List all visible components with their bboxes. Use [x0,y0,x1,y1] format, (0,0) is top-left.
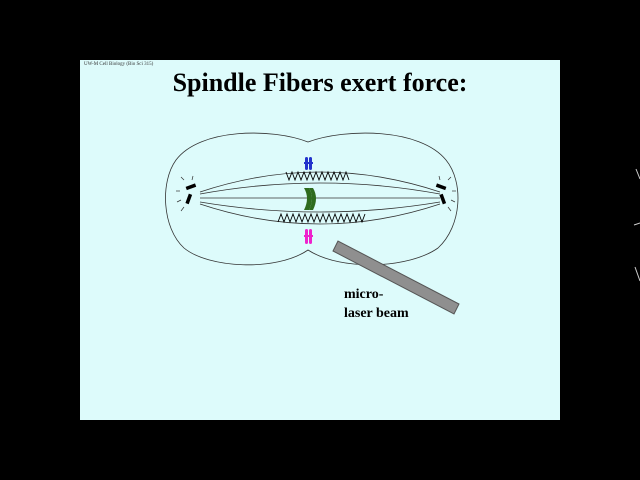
chromosome-magenta [304,229,313,244]
laser-beam [332,240,460,315]
spindle-fibers [199,171,441,225]
kinetochore-fibers-top [285,170,350,182]
laser-label-line-2: laser beam [344,306,409,321]
slide-title: Spindle Fibers exert force: [172,68,468,97]
course-label: UW-M Cell Biology (Bio Sci 315) [84,62,154,67]
left-centrosome [176,175,197,212]
chromosome-green [304,188,316,210]
cell-membrane [165,132,459,266]
slide: UW-M Cell Biology (Bio Sci 315) Spindle … [80,60,560,420]
laser-label-line-1: micro- [344,287,384,302]
spindle-diagram [165,132,460,315]
kinetochore-fibers-bottom [277,212,366,224]
chromosome-blue [304,157,313,170]
laser-beam-label: micro- laser beam [344,285,409,323]
right-centrosome [435,175,456,212]
adjacent-slide-edge [633,168,640,282]
